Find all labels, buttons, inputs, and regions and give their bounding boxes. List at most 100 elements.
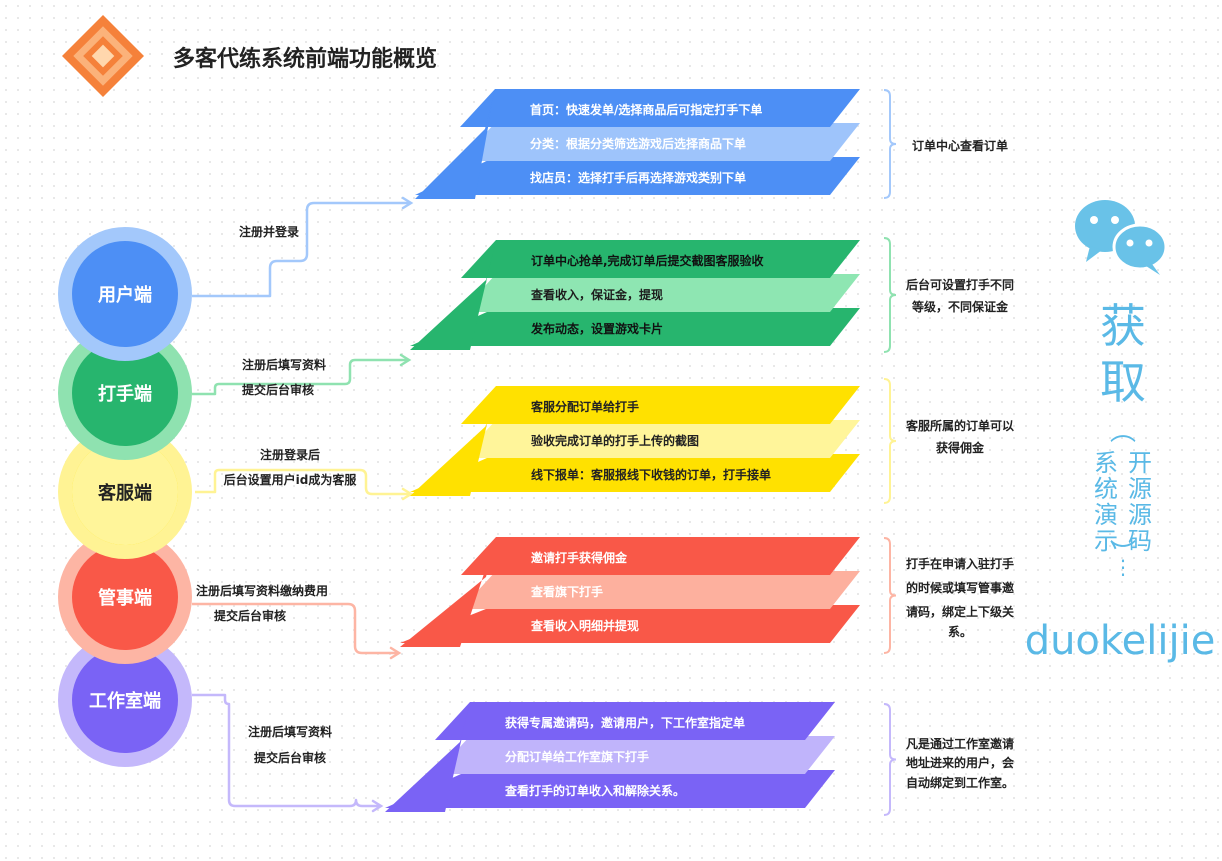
role-circle-core [72,647,178,753]
feature-item: 查看收入明细并提现 [530,618,639,633]
feature-wedge [410,386,496,496]
watermark-paren-open: ︵ [1110,417,1136,447]
role-circle-core [72,544,178,650]
role-circle-core [72,241,178,347]
feature-layer [460,123,860,161]
feature-item: 查看收入，保证金，提现 [530,287,663,302]
note-text: 客服所属的订单可以 [905,418,1014,433]
watermark-char: 示 [1094,527,1118,555]
watermark-char: 源 [1128,475,1152,503]
watermark-char: 码 [1128,527,1152,555]
feature-layer [461,274,860,312]
feature-wedge [410,240,496,350]
note-group: 订单中心查看订单 [883,89,1008,199]
connector-label: 注册后填写资料 [248,724,332,739]
role-circle: 打手端 [58,326,192,460]
feature-layer [410,454,860,492]
feature-layer [385,770,835,808]
watermark-char: 源 [1128,501,1152,529]
feature-layer [435,736,835,774]
feature-stack: 客服分配订单给打手验收完成订单的打手上传的截图线下报单：客服报线下收钱的订单，打… [410,386,860,496]
role-circle: 工作室端 [58,633,192,767]
connector-label: 提交后台审核 [254,750,326,765]
feature-wedge [415,89,495,199]
feature-layer [461,537,860,575]
watermark-char: 开 [1128,449,1152,477]
watermark-main-1: 获 [1100,299,1146,353]
feature-wedge [400,537,496,647]
note-text: 等级，不同保证金 [911,299,1009,314]
note-bracket [883,703,897,816]
watermark-dots: ⋮ [1113,555,1133,579]
note-text: 自动绑定到工作室。 [906,775,1014,790]
diamond-logo-icon [61,14,145,98]
role-circle: 客服端 [58,425,192,559]
watermark-char: 统 [1094,475,1118,503]
note-bracket [883,89,897,199]
feature-item: 发布动态，设置游戏卡片 [530,321,663,336]
feature-stack: 获得专属邀请码，邀请用户，下工作室指定单分配订单给工作室旗下打手查看打手的订单收… [385,702,835,812]
role-label: 用户端 [98,284,152,306]
note-text: 后台可设置打手不同 [906,277,1014,292]
role-circle-inner [72,439,178,545]
connector-line-studio [192,693,380,808]
feature-wedge [385,702,470,812]
feature-stacks: 首页：快速发单/选择商品后可指定打手下单分类：根据分类筛选游戏后选择商品下单找店… [385,89,860,812]
role-label: 管事端 [98,587,152,609]
feature-layer [400,605,860,643]
connectors [192,201,410,808]
connector-line-service [195,468,410,496]
feature-item: 验收完成订单的打手上传的截图 [531,433,699,448]
note-text: 请码，绑定上下级关 [906,604,1014,619]
watermark-paren-close: ︶ [1110,539,1136,569]
connector-labels: 注册并登录注册后填写资料提交后台审核注册登录后后台设置用户id成为客服注册后填写… [196,224,357,765]
watermark-id: duokelijie [1025,618,1216,664]
feature-item: 首页：快速发单/选择商品后可指定打手下单 [530,102,762,117]
watermark-main-2: 取 [1100,355,1146,409]
role-circle: 用户端 [58,227,192,361]
page-title: 多客代练系统前端功能概览 [173,46,437,72]
note-bracket [883,237,897,353]
notes: 订单中心查看订单后台可设置打手不同等级，不同保证金客服所属的订单可以获得佣金打手… [883,89,1015,816]
role-circles: 工作室端 管事端 客服端 打手端 用户端 [58,227,192,767]
feature-stack: 订单中心抢单,完成订单后提交截图客服验收查看收入，保证金，提现发布动态，设置游戏… [410,240,860,350]
watermark-char: 系 [1094,449,1118,477]
note-text: 订单中心查看订单 [912,138,1008,153]
feature-item: 分类：根据分类筛选游戏后选择商品下单 [530,136,746,151]
feature-layer [410,308,860,346]
connector-label: 提交后台审核 [214,608,286,623]
feature-layer [415,157,860,195]
feature-layer [461,571,860,609]
feature-layer [461,240,860,278]
role-circle-core [72,340,178,446]
connector-line-player [192,358,408,396]
connector-label: 提交后台审核 [242,382,314,397]
role-label: 工作室端 [89,690,161,712]
note-bracket [883,537,897,654]
note-text: 系。 [948,624,972,639]
feature-layer [460,89,860,127]
note-text: 获得佣金 [935,440,985,455]
feature-item: 查看旗下打手 [530,584,603,599]
note-bracket [883,378,897,504]
connector-line-manager [192,602,398,655]
note-text: 打手在申请入驻打手 [906,556,1014,571]
note-text: 的时候或填写管事邀 [906,580,1014,595]
feature-item: 订单中心抢单,完成订单后提交截图客服验收 [531,253,764,268]
note-text: 地址进来的用户，会 [906,755,1015,770]
role-label: 客服端 [98,482,152,504]
connector-arrows [371,196,414,813]
watermark-char: 演 [1094,501,1118,529]
connector-line-user [192,201,410,298]
wechat-icon [1075,200,1168,275]
feature-layer [435,702,835,740]
